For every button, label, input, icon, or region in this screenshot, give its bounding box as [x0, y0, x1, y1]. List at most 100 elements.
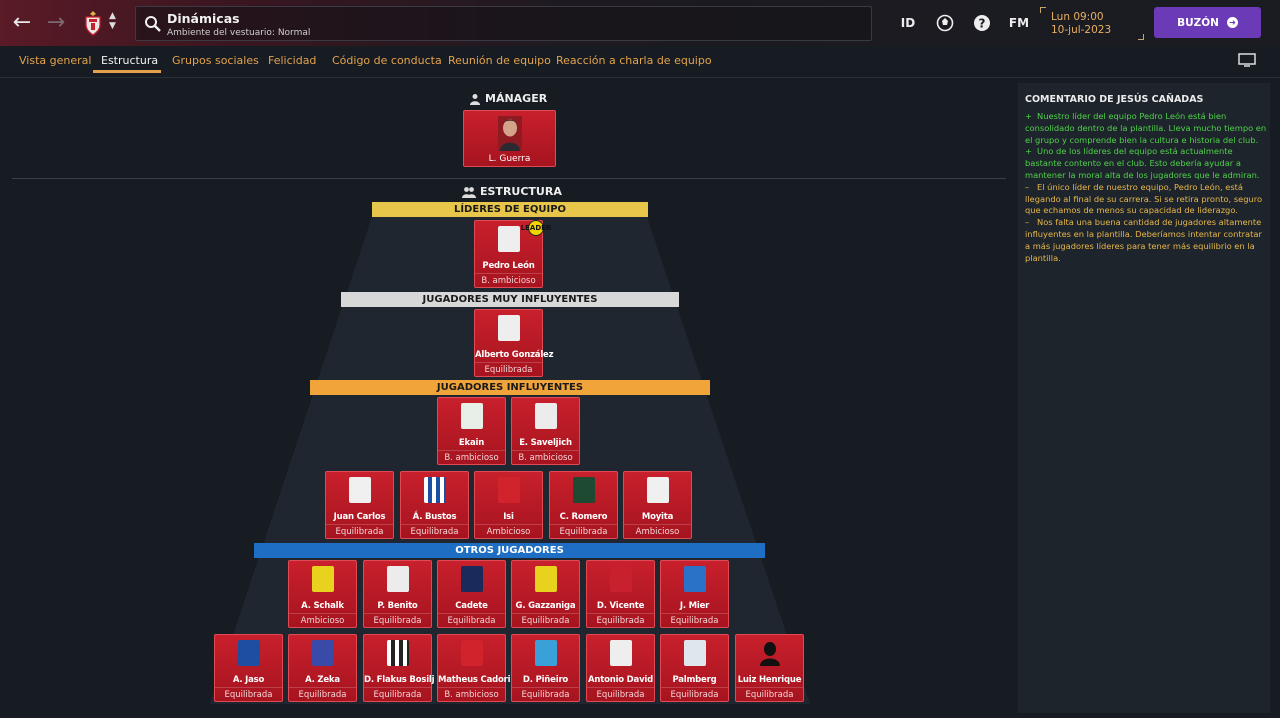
tab-codigo-de-conducta[interactable]: Código de conducta: [332, 54, 442, 67]
manager-heading: MÁNAGER: [469, 92, 547, 105]
player-card[interactable]: D. Piñeiro Equilibrada: [511, 634, 580, 702]
player-photo: [238, 640, 260, 666]
player-personality: B. ambicioso: [481, 276, 536, 286]
card-divider: [438, 613, 505, 614]
player-card[interactable]: Palmberg Equilibrada: [660, 634, 729, 702]
player-card[interactable]: J. Mier Equilibrada: [660, 560, 729, 628]
player-name: Isi: [503, 512, 514, 522]
player-card[interactable]: Isi Ambicioso: [474, 471, 543, 539]
tier-band-others: OTROS JUGADORES: [254, 543, 765, 558]
club-crest-icon[interactable]: [83, 10, 103, 36]
card-divider: [587, 687, 654, 688]
card-divider: [512, 450, 579, 451]
comment-heading: COMENTARIO DE JESÚS CAÑADAS: [1025, 94, 1204, 105]
player-personality: B. ambicioso: [444, 690, 499, 700]
inbox-button[interactable]: BUZÓN ➜: [1154, 7, 1261, 38]
player-card[interactable]: D. Vicente Equilibrada: [586, 560, 655, 628]
player-card[interactable]: D. Flakus Bosilj Equilibrada: [363, 634, 435, 702]
player-card[interactable]: Matheus Cadorini B. ambicioso: [437, 634, 519, 702]
tab-reunion-de-equipo[interactable]: Reunión de equipo: [448, 54, 551, 67]
bracket-decoration: [1040, 7, 1046, 13]
comment-panel: COMENTARIO DE JESÚS CAÑADAS +Nuestro líd…: [1018, 83, 1270, 713]
player-name: Luiz Henrique: [737, 675, 802, 685]
player-card[interactable]: P. Benito Equilibrada: [363, 560, 432, 628]
date-time[interactable]: Lun 09:00 10-jul-2023: [1040, 7, 1144, 40]
card-divider: [587, 613, 654, 614]
player-name: D. Flakus Bosilj: [364, 675, 435, 685]
player-card[interactable]: Juan Carlos Equilibrada: [325, 471, 394, 539]
player-card[interactable]: Antonio David Equilibrada: [586, 634, 655, 702]
player-card[interactable]: C. Romero Equilibrada: [549, 471, 618, 539]
manager-photo: [498, 116, 522, 151]
player-personality: Equilibrada: [596, 616, 645, 626]
player-card[interactable]: A. Jaso Equilibrada: [214, 634, 283, 702]
bracket-decoration: [1138, 34, 1144, 40]
player-card[interactable]: LEADER Pedro León B. ambicioso: [474, 220, 551, 288]
player-card[interactable]: Cadete Equilibrada: [437, 560, 506, 628]
player-card[interactable]: E. Saveljich B. ambicioso: [511, 397, 580, 465]
player-card[interactable]: A. Schalk Ambicioso: [288, 560, 357, 628]
player-photo: [684, 566, 706, 592]
manager-name: L. Guerra: [488, 154, 531, 164]
comment-item: –Nos falta una buena cantidad de jugador…: [1025, 217, 1262, 263]
player-photo: [424, 477, 446, 503]
player-photo: [349, 477, 371, 503]
ball-icon[interactable]: [935, 13, 955, 33]
player-photo: [387, 566, 409, 592]
card-divider: [512, 687, 579, 688]
player-photo: [610, 566, 632, 592]
card-divider: [438, 687, 505, 688]
player-personality: B. ambicioso: [518, 453, 573, 463]
player-photo: [573, 477, 595, 503]
tab-vista-general[interactable]: Vista general: [19, 54, 92, 67]
player-card[interactable]: Alberto González Equilibrada: [474, 309, 554, 377]
card-divider: [512, 613, 579, 614]
player-personality: Equilibrada: [298, 690, 347, 700]
card-divider: [401, 524, 468, 525]
back-arrow-icon[interactable]: ←: [12, 9, 32, 35]
player-personality: Equilibrada: [335, 527, 384, 537]
forward-arrow-icon[interactable]: →: [46, 9, 66, 35]
player-name: P. Benito: [377, 601, 418, 611]
card-divider: [364, 687, 431, 688]
top-bar: ← → ▲▼ Dinámicas Ambiente del vestuario:…: [0, 0, 1280, 46]
player-name: Matheus Cadorini: [438, 675, 519, 685]
player-name: Juan Carlos: [333, 512, 386, 522]
tab-felicidad[interactable]: Felicidad: [268, 54, 317, 67]
player-card[interactable]: Moyita Ambicioso: [623, 471, 692, 539]
fm-button[interactable]: FM: [1008, 16, 1030, 30]
tab-estructura[interactable]: Estructura: [101, 54, 159, 67]
manager-icon: [470, 93, 480, 105]
player-name: D. Vicente: [596, 601, 645, 611]
player-card[interactable]: Luiz Henrique Equilibrada: [735, 634, 804, 702]
comment-item: +Nuestro líder del equipo Pedro León est…: [1025, 111, 1267, 145]
player-personality: Equilibrada: [670, 616, 719, 626]
player-name: D. Piñeiro: [522, 675, 569, 685]
club-switcher-icon[interactable]: ▲▼: [109, 11, 116, 31]
card-divider: [289, 613, 356, 614]
group-icon: [462, 186, 476, 198]
player-card[interactable]: G. Gazzaniga Equilibrada: [511, 560, 580, 628]
player-name: C. Romero: [559, 512, 608, 522]
player-personality: Ambicioso: [635, 527, 680, 537]
structure-heading: ESTRUCTURA: [462, 185, 562, 198]
player-photo: [387, 640, 409, 666]
search-box[interactable]: Dinámicas Ambiente del vestuario: Normal: [135, 6, 872, 41]
id-button[interactable]: ID: [900, 16, 916, 30]
player-personality: Equilibrada: [521, 616, 570, 626]
help-icon[interactable]: ?: [972, 13, 992, 33]
card-divider: [475, 524, 542, 525]
card-divider: [438, 450, 505, 451]
player-personality: Equilibrada: [224, 690, 273, 700]
player-card[interactable]: A. Zeka Equilibrada: [288, 634, 357, 702]
tab-grupos-sociales[interactable]: Grupos sociales: [172, 54, 259, 67]
player-card[interactable]: Á. Bustos Equilibrada: [400, 471, 469, 539]
tab-reaccion-charla[interactable]: Reacción a charla de equipo: [556, 54, 712, 67]
monitor-icon[interactable]: [1238, 53, 1256, 67]
leader-badge-icon: LEADER: [521, 220, 551, 236]
arrow-right-icon: ➜: [1226, 17, 1238, 28]
player-name: Moyita: [641, 512, 674, 522]
player-card[interactable]: Ekain B. ambicioso: [437, 397, 506, 465]
player-photo: [312, 566, 334, 592]
manager-card[interactable]: L. Guerra: [463, 110, 556, 167]
